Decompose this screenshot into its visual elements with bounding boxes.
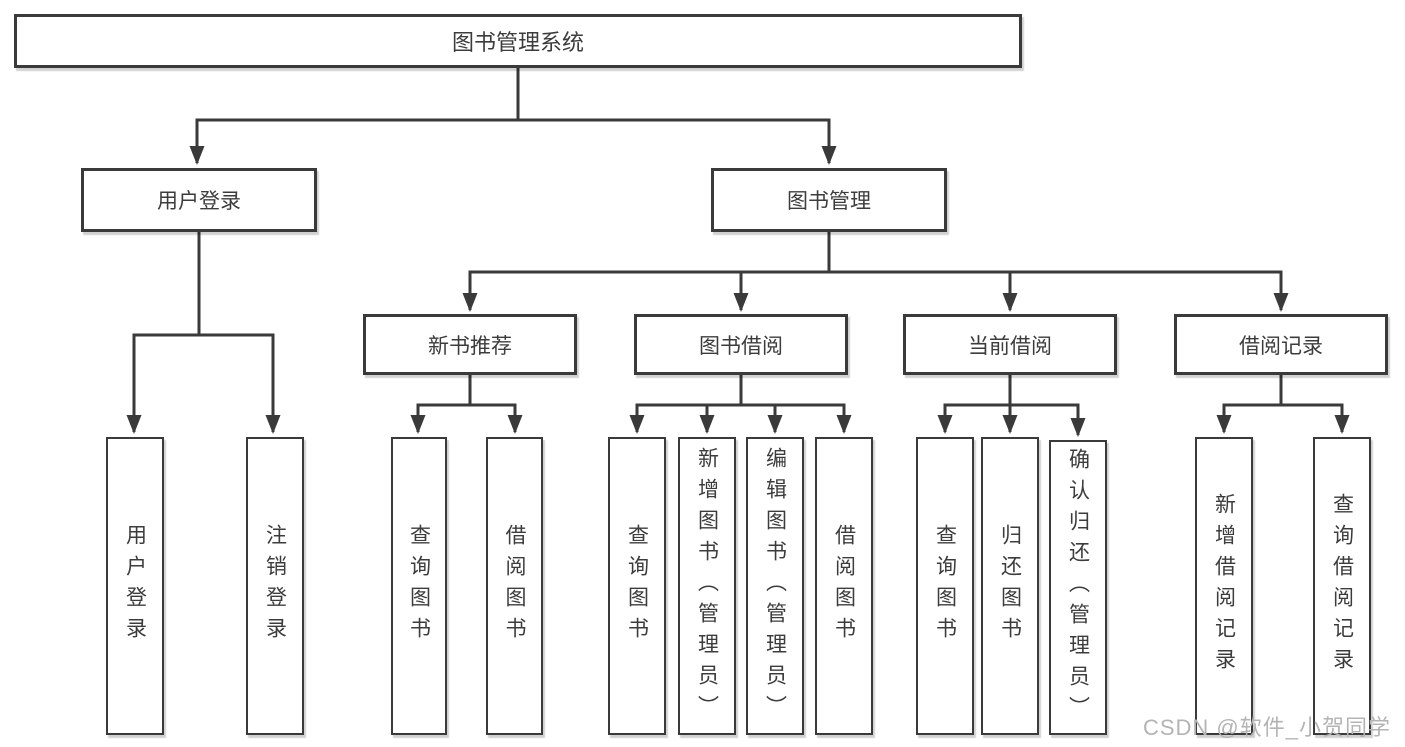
node-leaf-query-borrow-record: 查询借阅记录 [1313,437,1371,735]
node-leaf-confirm-return-admin: 确认归还（管理员） [1049,440,1107,735]
node-leaf-query-books-borrow: 查询图书 [608,437,666,735]
node-borrowing-records: 借阅记录 [1174,314,1388,375]
node-leaf-user-login: 用户登录 [106,437,164,735]
node-book-management-branch: 图书管理 [711,168,947,232]
node-leaf-logout: 注销登录 [246,437,304,735]
node-leaf-return-books: 归还图书 [981,437,1039,735]
node-leaf-add-borrow-record: 新增借阅记录 [1195,437,1253,735]
node-current-borrowing: 当前借阅 [903,314,1117,375]
node-new-book-recommendation: 新书推荐 [363,314,577,375]
node-library-management-system: 图书管理系统 [14,14,1022,68]
csdn-watermark: CSDN @软件_小贺同学 [1142,715,1391,740]
node-book-borrowing: 图书借阅 [634,314,848,375]
node-leaf-add-books-admin: 新增图书（管理员） [678,437,736,735]
node-leaf-query-books-current: 查询图书 [916,437,974,735]
node-leaf-borrow-books: 借阅图书 [815,437,873,735]
node-leaf-borrow-books-recommend: 借阅图书 [486,437,543,735]
node-leaf-edit-books-admin: 编辑图书（管理员） [746,437,804,735]
node-user-login-branch: 用户登录 [81,168,317,232]
node-leaf-query-books-recommend: 查询图书 [391,437,447,735]
